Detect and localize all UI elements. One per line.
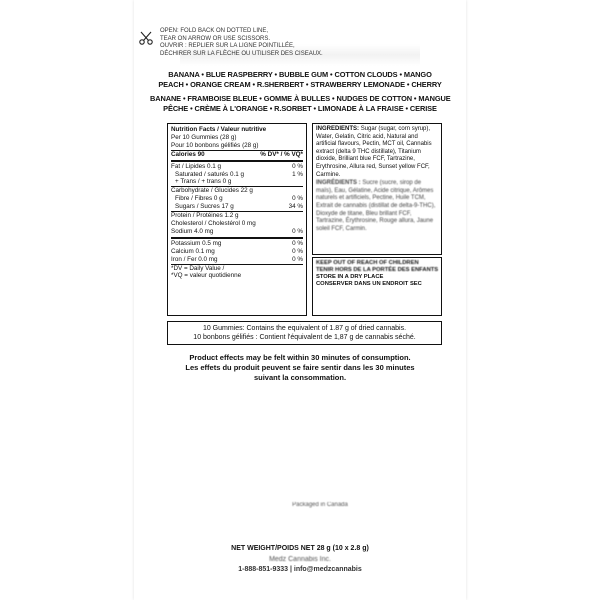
- nutrient-dv: 0 %: [292, 227, 303, 235]
- effects-statement: Product effects may be felt within 30 mi…: [150, 353, 450, 383]
- nutrient-label: Sodium 4.0 mg: [171, 227, 214, 235]
- nutrient-label: Protein / Protéines 1.2 g: [171, 212, 239, 220]
- package-footer: NET WEIGHT/POIDS NET 28 g (10 x 2.8 g) M…: [150, 544, 450, 576]
- nutrient-row: Sodium 4.0 mg 0 %: [171, 228, 303, 236]
- nutrient-dv: [281, 212, 303, 220]
- nutrient-label: Sugars / Sucres 17 g: [175, 203, 234, 211]
- divider: [171, 186, 303, 188]
- ingredients-text: Sucre (sucre, sirop de maïs), Eau, Gélat…: [316, 180, 436, 232]
- nutrient-dv: 0 %: [292, 195, 303, 203]
- nutrient-row: Sugars / Sucres 17 g 34 %: [171, 203, 303, 211]
- divider: [171, 159, 303, 162]
- nutrient-dv: 0 %: [292, 255, 303, 263]
- nutrient-label: Saturated / saturés 0.1 g: [175, 170, 244, 178]
- nutrient-row: Fat / Lipides 0.1 g 0 %: [171, 163, 303, 171]
- nutrient-row: Cholesterol / Cholestérol 0 mg: [171, 220, 303, 228]
- serving-size-en: Per 10 Gummies (28 g): [171, 133, 237, 141]
- flavours-french: BANANE • FRAMBOISE BLEUE • GOMME À BULLE…: [150, 94, 451, 114]
- equivalency-line: 10 bonbons gélifiés : Contient l'équival…: [193, 334, 416, 341]
- ingredients-french: INGRÉDIENTS : Sucre (sucre, sirop de maï…: [316, 180, 438, 233]
- ingredients-heading: INGRÉDIENTS :: [316, 180, 361, 187]
- nutrient-row: Potassium 0.5 mg 0 %: [171, 240, 303, 248]
- company-name: Medz Cannabis Inc.: [269, 555, 331, 563]
- nutrition-title: Nutrition Facts / Valeur nutritive: [171, 126, 267, 133]
- package-back-panel: [134, 0, 466, 600]
- nutrient-row: Fibre / Fibres 0 g 0 %: [171, 195, 303, 203]
- flavours-english: BANANA • BLUE RASPBERRY • BUBBLE GUM • C…: [150, 70, 450, 90]
- nutrient-label: Calcium 0.1 mg: [171, 247, 215, 255]
- nutrient-label: Fat / Lipides 0.1 g: [171, 162, 222, 170]
- open-instruction-line: TEAR ON ARROW OR USE SCISSORS.: [160, 35, 271, 42]
- nutrient-label: Carbohydrate / Glucides 22 g: [171, 187, 253, 195]
- divider: [171, 211, 303, 213]
- divider: [171, 149, 303, 151]
- nutrient-row: Protein / Protéines 1.2 g: [171, 212, 303, 220]
- footnote-fr: *VQ = valeur quotidienne: [171, 272, 242, 280]
- warning-line: KEEP OUT OF REACH OF CHILDREN: [316, 260, 419, 266]
- flavour-line: PEACH • ORANGE CREAM • R.SHERBERT • STRA…: [158, 80, 442, 89]
- flavour-line: BANANA • BLUE RASPBERRY • BUBBLE GUM • C…: [168, 70, 432, 79]
- nutrient-row: Iron / Fer 0.0 mg 0 %: [171, 256, 303, 264]
- nutrient-label: + Trans / + trans 0 g: [175, 178, 232, 186]
- nutrient-dv: 1 %: [292, 170, 303, 178]
- effects-line: suivant la consommation.: [253, 373, 347, 382]
- nutrient-row: Saturated / saturés 0.1 g 1 %: [171, 171, 303, 179]
- nutrient-dv: 0 %: [292, 247, 303, 255]
- warning-line: TENIR HORS DE LA PORTÉE DES ENFANTS: [316, 267, 439, 273]
- nutrient-row: Calcium 0.1 mg 0 %: [171, 248, 303, 256]
- ingredients-box: INGREDIENTS: Sugar (sugar, corn syrup), …: [312, 123, 442, 255]
- dv-header: % DV* / % VQ*: [260, 150, 303, 158]
- footnote-en: *DV = Daily Value /: [171, 264, 225, 272]
- net-weight: NET WEIGHT/POIDS NET 28 g (10 x 2.8 g): [231, 545, 369, 552]
- safety-warning-box: KEEP OUT OF REACH OF CHILDREN TENIR HORS…: [312, 257, 442, 316]
- calories: Calories 90: [171, 150, 205, 158]
- nutrient-dv: 0 %: [292, 239, 303, 247]
- flavour-line: PÊCHE • CRÈME À L'ORANGE • R.SORBET • LI…: [163, 104, 437, 113]
- flavour-line: BANANE • FRAMBOISE BLEUE • GOMME À BULLE…: [150, 94, 451, 103]
- nutrient-dv: [281, 178, 303, 186]
- ingredients-heading: INGREDIENTS:: [316, 126, 360, 132]
- effects-line: Product effects may be felt within 30 mi…: [189, 353, 411, 362]
- nutrient-label: Potassium 0.5 mg: [171, 239, 222, 247]
- nutrient-dv: [281, 187, 303, 195]
- divider: [171, 263, 303, 265]
- nutrition-facts-table: Nutrition Facts / Valeur nutritive Per 1…: [167, 123, 307, 316]
- open-instruction-line: OUVRIR : REPLIER SUR LA LIGNE POINTILLÉE…: [160, 43, 295, 49]
- open-instruction-line: DÉCHIRER SUR LA FLÈCHE OU UTILISER DES C…: [160, 50, 323, 57]
- nutrient-dv: 34 %: [288, 203, 303, 211]
- calories-row: Calories 90 % DV* / % VQ*: [171, 151, 303, 159]
- effects-line: Les effets du produit peuvent se faire s…: [185, 363, 415, 372]
- serving-size-fr: Pour 10 bonbons gélifiés (28 g): [171, 141, 259, 149]
- nutrient-label: Fibre / Fibres 0 g: [175, 195, 223, 203]
- ingredients-english: INGREDIENTS: Sugar (sugar, corn syrup), …: [316, 126, 438, 179]
- product-origin: Packaged in Canada: [292, 502, 348, 508]
- scissors-icon: [139, 31, 153, 45]
- ingredients-text: Sugar (sugar, corn syrup), Water, Gelati…: [316, 126, 432, 178]
- nutrient-row: Carbohydrate / Glucides 22 g: [171, 187, 303, 195]
- cannabis-equivalency-box: 10 Gummies: Contains the equivalent of 1…: [167, 321, 442, 345]
- divider: [171, 236, 303, 239]
- nutrient-label: Iron / Fer 0.0 mg: [171, 255, 218, 263]
- fold-crease: [180, 44, 420, 66]
- nutrient-row: + Trans / + trans 0 g: [171, 178, 303, 186]
- warning-line: CONSERVER DANS UN ENDROIT SEC: [316, 281, 422, 287]
- equivalency-line: 10 Gummies: Contains the equivalent of 1…: [202, 325, 407, 332]
- nutrient-dv: 0 %: [292, 162, 303, 170]
- nutrient-dv: [281, 220, 303, 228]
- open-instruction-line: OPEN: FOLD BACK ON DOTTED LINE,: [160, 28, 269, 34]
- nutrient-label: Cholesterol / Cholestérol 0 mg: [171, 219, 256, 227]
- contact-info: 1-888-851-9333 | info@medzcannabis: [238, 566, 362, 573]
- warning-line: STORE IN A DRY PLACE: [316, 274, 384, 280]
